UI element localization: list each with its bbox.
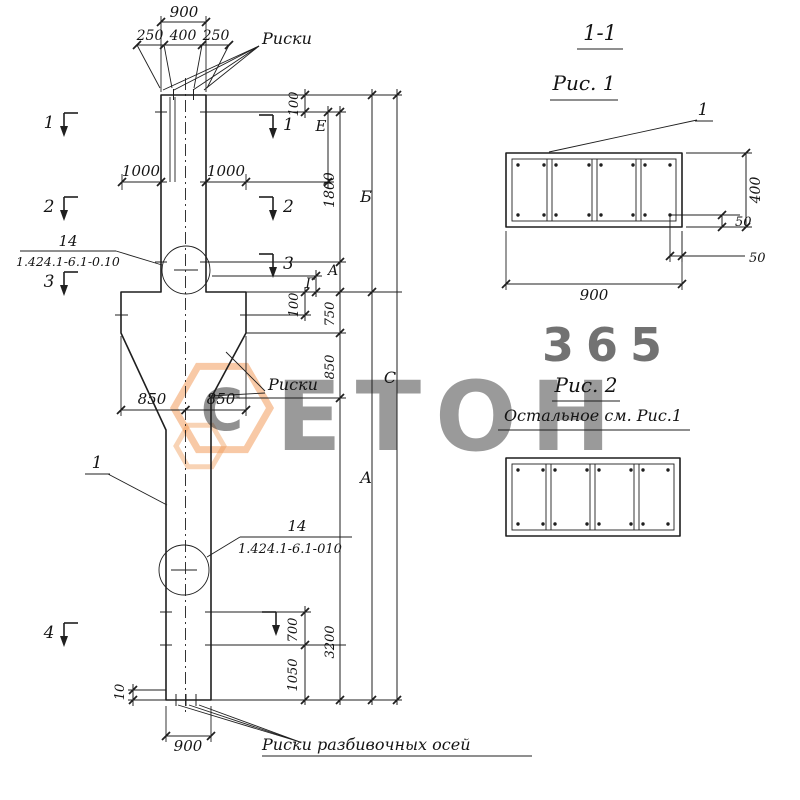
chain-dim-E: Е [315,117,327,135]
section-mark-1-right-label: 1 [283,115,294,135]
fig1-dim-50a: 50 [670,210,752,232]
watermark-brand: ЕТОН [276,361,625,473]
fig1-dim-900: 900 [501,231,687,304]
chain-dim-A-small: А [327,263,339,279]
chain-lines [304,89,398,705]
fig1-dim-900-label: 900 [580,286,609,304]
fig2-dividers [545,464,640,530]
chain-dim-1050: 1050 [286,658,301,691]
detail-top-code: 1.424.1-6.1-0.10 [16,254,120,269]
detail-circle-bottom [158,544,210,596]
section-mark-2-left-label: 2 [43,197,55,217]
riski-bottom-label: Риски разбивочных осей [261,735,471,754]
section-mark-2-right: 2 [259,196,294,221]
fig1-stirrup [511,158,677,222]
top-embed-lines [169,97,176,182]
dim-250-left: 250 [136,28,164,44]
chain-dim-A: А [359,468,372,487]
section-mark-1-left: 1 [44,112,78,137]
watermark-hexagon-small-icon [173,422,227,470]
section-mark-3-left: 3 [44,271,78,296]
section-mark-4-right [262,611,280,636]
watermark-number: 365 [542,318,674,372]
detail-bottom-num: 14 [287,517,306,535]
detail-callout-top: 14 1.424.1-6.1-0.10 [16,232,211,295]
fig1-dim-400: 400 [686,148,764,232]
riski-top-label: Риски [261,29,312,48]
section-mark-4-left-label: 4 [43,623,55,643]
section-mark-2-left: 2 [43,196,78,221]
fig1-dividers [546,159,642,221]
fig1-outline [505,152,683,228]
chain-dim-700: 700 [286,618,301,643]
section-mark-3-left-label: 3 [44,272,55,292]
chain-dim-750: 750 [323,302,338,327]
chain-dim-B: Б [359,187,372,206]
dim-10-label: 10 [113,684,128,701]
dim-1000-group: 1000 1000 [117,162,251,190]
chain-dim-850: 850 [323,355,338,380]
fig2-outline [505,457,681,537]
section-mark-1-left-label: 1 [44,113,55,133]
dim-850-group: 850 850 [116,336,251,416]
column-elevation: 900 250 400 250 Риски [16,3,532,757]
fig1-dim-50a-label: 50 [735,215,752,230]
dim-total-top: 900 [170,3,199,21]
fig1-dim-50b: 50 [665,215,766,266]
chain-dim-1800: 1800 [322,172,338,208]
detail-circle-top [161,245,211,295]
dim-400-top: 400 [169,28,197,44]
fig1-rebar-dots [516,163,672,217]
section-mark-3-right: 3 [259,253,294,278]
section-view-1: 1-1 Рис. 1 1 900 [501,21,766,304]
chain-dim-G: Г [304,276,315,292]
riski-mid-callout: Риски [209,351,318,397]
dim-900-bottom: 900 [174,737,203,755]
section-view-2: Рис. 2 Остальное см. Рис.1 [498,373,690,537]
dim-1000-left: 1000 [122,162,161,180]
chain-dim-C: С [384,368,396,387]
fig1-position-1-label: 1 [698,100,709,120]
dimension-chains: 100 Е 1800 Б А Г 750 100 850 А С 700 320… [206,89,402,705]
fig2-note: Остальное см. Рис.1 [504,406,682,425]
riski-top-callout: Риски [162,29,312,91]
riski-mid-label: Риски [267,375,318,394]
dim-850-left: 850 [138,390,167,408]
section-mark-3-right-label: 3 [283,254,294,274]
fig1-position-1: 1 [548,100,713,153]
fig1-caption: Рис. 1 [552,71,616,95]
dim-1000-right: 1000 [207,162,246,180]
dim-850-right: 850 [207,390,236,408]
chain-dim-100-mid: 100 [287,293,302,318]
fig1-dim-50b-label: 50 [749,251,766,266]
section-mark-1-right: 1 [259,114,294,139]
dim-250-right: 250 [202,28,230,44]
chain-dim-100-top: 100 [287,92,302,117]
section-mark-2-right-label: 2 [282,197,294,217]
section-marks-left: 1 2 3 4 [43,112,78,647]
dim-900-bottom-group: 900 [161,706,216,755]
fig2-caption: Рис. 2 [554,373,618,397]
position-1-label: 1 [92,453,103,473]
cut-title: 1-1 [583,21,617,45]
detail-top-num: 14 [58,232,77,250]
detail-bottom-code: 1.424.1-6.1-010 [238,542,342,557]
watermark: С ЕТОН 365 [169,318,674,473]
section-mark-4-left: 4 [43,622,78,647]
chain-dim-3200: 3200 [323,625,338,658]
position-1-callout: 1 [85,453,168,506]
dim-10-group: 10 [113,684,166,706]
top-dimensions: 900 250 400 250 [132,3,234,92]
fig2-stirrup [511,463,675,531]
chain-ticks [300,90,402,705]
riski-bottom-callout: Риски разбивочных осей [177,704,532,757]
detail-callout-bottom: 14 1.424.1-6.1-010 [158,517,352,596]
fig1-dim-400-label: 400 [748,177,764,205]
fig2-rebar-dots [516,468,670,526]
